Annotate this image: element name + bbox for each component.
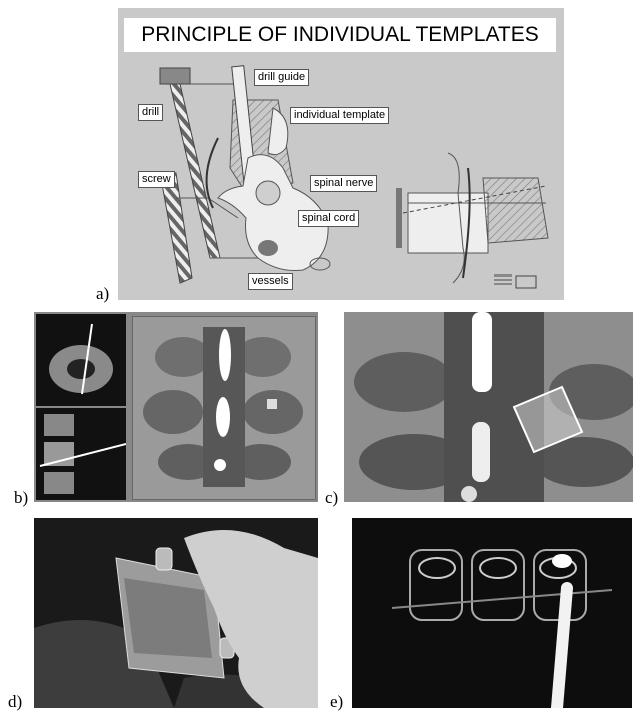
panel-d (34, 518, 318, 708)
panel-e (352, 518, 632, 708)
label-individual-template: individual template (290, 107, 389, 124)
3d-spine-view (132, 316, 316, 500)
template-principle-illustration (118, 8, 564, 300)
guide-rod (557, 588, 567, 708)
panel-letter-e: e) (330, 692, 343, 712)
screw-body (160, 173, 192, 283)
label-spinal-nerve: spinal nerve (310, 175, 377, 192)
logo-mark (516, 276, 536, 288)
drill-handle (160, 68, 190, 84)
panel-letter-b: b) (14, 488, 28, 508)
label-vessels: vessels (248, 273, 293, 290)
panel-b (34, 312, 318, 502)
spinal-cord-shape (256, 181, 280, 205)
panel-letter-a: a) (96, 284, 109, 304)
ct-slice-sagittal (36, 408, 126, 500)
panel-letter-c: c) (325, 488, 338, 508)
panel-c (344, 312, 633, 502)
ct-slice-axial (36, 314, 126, 406)
vessel-shape (258, 240, 278, 256)
label-screw: screw (138, 171, 175, 188)
label-drill-guide: drill guide (254, 69, 309, 86)
label-spinal-cord: spinal cord (298, 210, 359, 227)
panel-letter-d: d) (8, 692, 22, 712)
label-drill: drill (138, 104, 163, 121)
panel-a: PRINCIPLE OF INDIVIDUAL TEMPLATES (118, 8, 564, 300)
